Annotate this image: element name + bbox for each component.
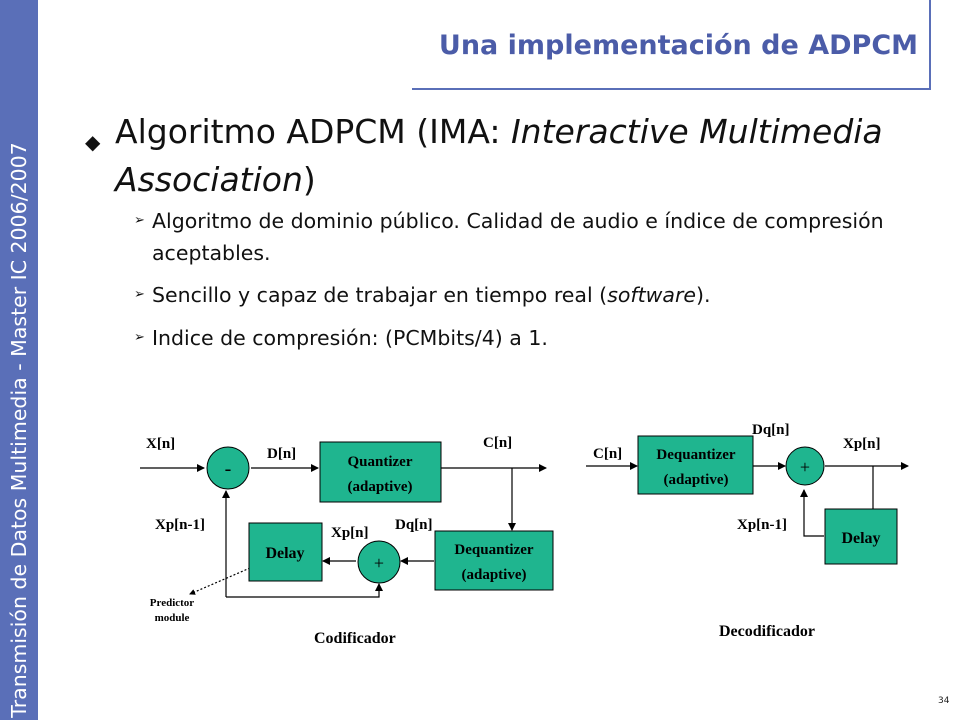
page-title: Una implementación de ADPCM: [438, 30, 918, 61]
dec-delay-block: [824, 508, 898, 565]
arrow-bullet-icon: ➢: [134, 213, 145, 228]
enc-label-predictor: Predictor: [150, 597, 195, 609]
enc-delay-block: [248, 522, 323, 582]
enc-label-xp-prev: Xp[n-1]: [155, 517, 205, 533]
dec-delay-label: Delay: [841, 530, 880, 547]
enc-quantizer-sublabel: (adaptive): [348, 479, 413, 495]
dec-dequantizer-label: Dequantizer: [656, 447, 735, 463]
diamond-bullet-icon: ◆: [85, 130, 101, 154]
decoder: Dequantizer (adaptive) + Delay C[n] Dq[n…: [586, 422, 909, 640]
dec-dequantizer-block: [637, 435, 754, 495]
enc-delay-label: Delay: [265, 545, 304, 562]
dec-label-xp-prev: Xp[n-1]: [737, 517, 787, 533]
dec-wire-xp-prev: [800, 489, 824, 537]
title-rule-vertical: [929, 0, 931, 88]
dec-label-dq: Dq[n]: [752, 422, 790, 438]
page-number: 34: [938, 696, 950, 706]
enc-label-c-out: C[n]: [483, 435, 512, 451]
enc-dequantizer-sublabel: (adaptive): [462, 567, 527, 583]
dec-add-sign: +: [800, 457, 810, 477]
sub-bullet-2: ➢ Sencillo y capaz de trabajar en tiempo…: [134, 279, 924, 311]
enc-label-dq: Dq[n]: [395, 517, 433, 533]
dec-dequantizer-sublabel: (adaptive): [664, 472, 729, 488]
dec-label-c-in: C[n]: [593, 446, 622, 462]
main-bullet: ◆ Algoritmo ADPCM (IMA: Interactive Mult…: [85, 108, 935, 204]
encoder-caption: Codificador: [314, 630, 396, 647]
enc-label-d: D[n]: [267, 446, 296, 462]
dec-adder: [785, 446, 825, 486]
sidebar: Transmisión de Datos Multimedia - Master…: [0, 0, 38, 720]
decoder-caption: Decodificador: [719, 623, 815, 640]
arrow-bullet-icon: ➢: [134, 287, 145, 302]
enc-subtractor: [206, 446, 250, 490]
enc-label-x-in: X[n]: [146, 436, 175, 452]
enc-quantizer-block: [319, 441, 442, 503]
enc-quantizer-label: Quantizer: [348, 454, 413, 470]
enc-add-sign: +: [374, 553, 384, 573]
enc-dequantizer-block: [434, 530, 554, 591]
enc-subtract-sign: -: [225, 458, 232, 480]
arrow-bullet-icon: ➢: [134, 330, 145, 345]
title-rule-horizontal: [412, 88, 931, 90]
enc-adder: [357, 540, 401, 584]
dec-label-xp: Xp[n]: [843, 436, 881, 452]
sub-bullet-3: ➢ Indice de compresión: (PCMbits/4) a 1.: [134, 322, 924, 354]
enc-label-xp: Xp[n]: [331, 525, 369, 541]
main-bullet-text: Algoritmo ADPCM (IMA: Interactive Multim…: [115, 112, 883, 199]
encoder: - Quantizer (adaptive) Dequantizer (adap…: [140, 435, 554, 647]
enc-wire-feedback-bottom: [226, 583, 383, 598]
enc-dequantizer-label: Dequantizer: [454, 542, 533, 558]
enc-predictor-pointer: [189, 567, 251, 595]
sub-bullet-1: ➢ Algoritmo de dominio público. Calidad …: [134, 205, 924, 269]
enc-label-module: module: [155, 612, 190, 624]
